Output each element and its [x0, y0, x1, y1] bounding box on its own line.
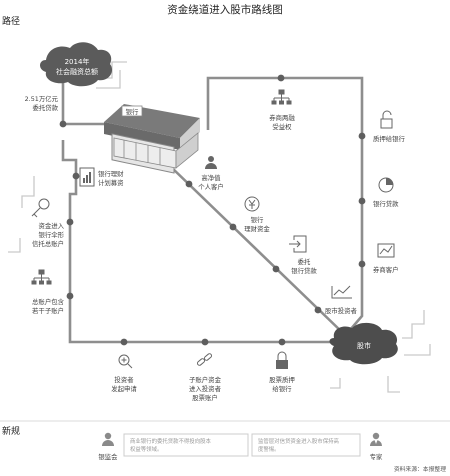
node-bank-loan: 银行贷款 — [373, 177, 399, 208]
svg-text:券商两融: 券商两融 — [269, 113, 295, 122]
svg-text:总账户包含: 总账户包含 — [32, 297, 65, 306]
svg-text:资金进入: 资金进入 — [38, 221, 64, 230]
unlock-icon — [380, 110, 393, 129]
route-rails — [61, 76, 364, 344]
svg-text:股票账户: 股票账户 — [192, 393, 218, 402]
stock-market-cloud: 股市 — [329, 322, 398, 365]
node-stock-pledge: 股票质押 给银行 — [269, 351, 295, 393]
node-pledge-bank: 质押给银行 — [373, 110, 406, 143]
bank-sign: 银行 — [126, 107, 139, 116]
hierarchy-icon — [31, 269, 52, 285]
svg-text:监管层对信贷资金进入股市保持高: 监管层对信贷资金进入股市保持高 — [258, 437, 339, 445]
svg-text:专家: 专家 — [370, 452, 383, 461]
node-broker-clients: 券商客户 — [373, 243, 399, 274]
section-new-rules-label: 新规 — [2, 425, 20, 437]
svg-text:银行理财: 银行理财 — [98, 169, 124, 178]
svg-text:商业银行的委托贷款不得投向股本: 商业银行的委托贷款不得投向股本 — [130, 437, 211, 445]
cloud-label-year: 2014年 — [65, 57, 90, 66]
node-hnw-clients: 高净值 个人客户 — [198, 156, 224, 191]
bank-building: 银行 — [104, 104, 200, 174]
social-financing-cloud: 2014年 社会融资总额 — [40, 42, 113, 87]
svg-text:计划募资: 计划募资 — [98, 178, 124, 187]
node-entrusted-bank-loan: 委托 银行贷款 — [289, 235, 317, 275]
node-stock-investor: 股市投资者 — [325, 285, 358, 315]
svg-text:高净值: 高净值 — [201, 173, 221, 182]
line-chart-icon — [331, 285, 352, 299]
node-investor-apply: 投资者 发起申请 — [111, 354, 137, 393]
svg-text:银监会: 银监会 — [98, 452, 118, 461]
key-icon — [31, 198, 50, 218]
regulator-expert: 监管层对信贷资金进入股市保持高 度警惕。 专家 — [251, 432, 383, 461]
svg-text:进入投资者: 进入投资者 — [189, 384, 222, 393]
trend-chart-icon — [377, 243, 395, 258]
svg-text:股市投资者: 股市投资者 — [325, 306, 358, 315]
svg-text:银行: 银行 — [251, 215, 264, 224]
node-bank-wm-funds: 银行 理财资金 — [244, 196, 270, 233]
svg-text:委托贷款: 委托贷款 — [32, 103, 58, 112]
section-path-label: 路径 — [2, 15, 20, 27]
junction-dots — [59, 74, 366, 346]
node-sub-accounts: 总账户包含 若干子账户 — [31, 269, 65, 315]
regulator-cbrc: 银监会 商业银行的委托贷款不得投向股本 权益等领域。 — [98, 432, 249, 461]
link-icon — [196, 353, 213, 366]
person-icon — [102, 432, 114, 446]
svg-text:子账户资金: 子账户资金 — [189, 375, 222, 384]
svg-text:受益权: 受益权 — [272, 122, 292, 131]
svg-text:2.51万亿元: 2.51万亿元 — [25, 94, 59, 103]
pie-chart-icon — [378, 177, 394, 193]
svg-text:权益等领域。: 权益等领域。 — [130, 445, 162, 453]
node-entrusted-loans: 2.51万亿元 委托贷款 — [25, 94, 59, 112]
magnifier-plus-icon — [118, 354, 133, 369]
coin-icon — [244, 196, 260, 212]
regulator-expert-box — [251, 433, 361, 457]
svg-text:银行贷款: 银行贷款 — [373, 199, 399, 208]
page-title: 资金绕道进入股市路线图 — [167, 3, 283, 16]
svg-text:个人客户: 个人客户 — [198, 182, 224, 191]
svg-text:给银行: 给银行 — [272, 384, 292, 393]
arrow-in-icon — [289, 235, 307, 253]
svg-text:股票质押: 股票质押 — [269, 375, 295, 384]
svg-text:理财资金: 理财资金 — [244, 224, 270, 233]
node-margin-rights: 券商两融 受益权 — [269, 89, 295, 131]
document-icon — [79, 167, 95, 187]
svg-text:委托: 委托 — [298, 257, 311, 266]
svg-text:质押给银行: 质押给银行 — [373, 134, 406, 143]
stock-market-label: 股市 — [357, 341, 371, 350]
node-sub-account-funds: 子账户资金 进入投资者 股票账户 — [189, 353, 222, 402]
org-chart-icon — [271, 89, 292, 105]
svg-text:银行贷款: 银行贷款 — [291, 266, 317, 275]
svg-text:发起申请: 发起申请 — [111, 384, 137, 393]
svg-text:若干子账户: 若干子账户 — [32, 306, 64, 315]
svg-text:信托总账户: 信托总账户 — [32, 239, 64, 248]
svg-text:度警惕。: 度警惕。 — [258, 445, 280, 453]
expert-icon — [370, 432, 382, 446]
cloud-label-total: 社会融资总额 — [56, 67, 98, 76]
svg-text:银行伞形: 银行伞形 — [38, 230, 64, 239]
svg-text:投资者: 投资者 — [114, 375, 134, 384]
svg-text:券商客户: 券商客户 — [373, 265, 399, 274]
node-trust-umbrella: 资金进入 银行伞形 信托总账户 — [31, 198, 65, 248]
person-icon — [205, 156, 217, 169]
node-wealth-plan: 银行理财 计划募资 — [79, 167, 124, 187]
lock-icon — [276, 351, 288, 369]
decorative-lines — [8, 61, 431, 393]
regulator-cbrc-box — [123, 433, 249, 457]
source-note: 资料来源：本报整理 — [394, 465, 446, 473]
